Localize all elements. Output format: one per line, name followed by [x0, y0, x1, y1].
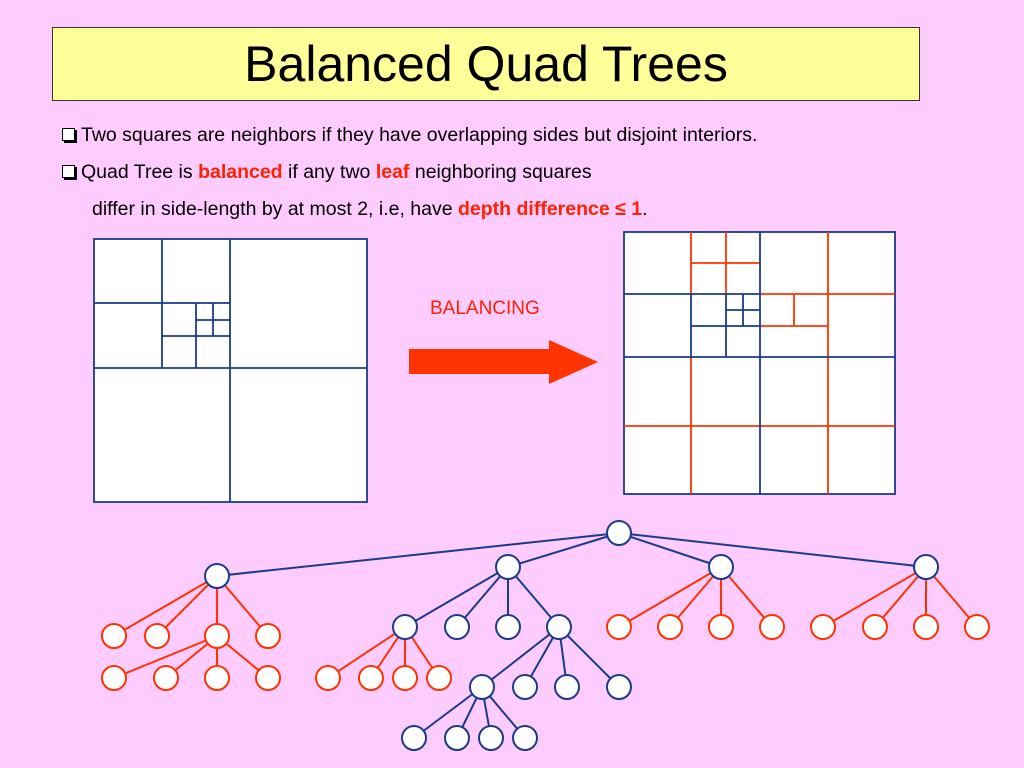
unbalanced-quadtree	[93, 238, 368, 503]
tree-node	[495, 614, 521, 640]
tree-node	[546, 614, 572, 640]
tree-node	[495, 554, 521, 580]
balancing-arrow	[409, 340, 598, 384]
added-tree-node	[810, 614, 836, 640]
bullet-text: Two squares are neighbors if they have o…	[81, 124, 758, 146]
quadtree-tree-diagram	[101, 520, 990, 751]
tree-node	[512, 725, 538, 751]
added-tree-node	[204, 665, 230, 691]
added-tree-node	[101, 665, 127, 691]
tree-node	[401, 725, 427, 751]
added-tree-node	[204, 623, 230, 649]
added-tree-node	[657, 614, 683, 640]
added-tree-node	[315, 665, 341, 691]
checkbox-bullet-icon	[62, 165, 75, 178]
added-tree-node	[101, 623, 127, 649]
added-tree-node	[144, 623, 170, 649]
added-tree-edges	[113, 566, 978, 679]
tree-node	[392, 614, 418, 640]
tree-node	[606, 674, 632, 700]
added-tree-node	[708, 614, 734, 640]
bullet-text: .	[642, 198, 648, 220]
balanced-quadtree	[623, 231, 896, 495]
highlight-balanced: balanced	[198, 161, 283, 183]
added-tree-node	[392, 665, 418, 691]
tree-node-root	[606, 520, 632, 546]
added-tree-node	[913, 614, 939, 640]
added-tree-node	[255, 665, 281, 691]
added-tree-node	[759, 614, 785, 640]
added-tree-node	[358, 665, 384, 691]
bullet-text: neighboring squares	[409, 161, 592, 183]
added-subdivision-lines	[624, 232, 895, 494]
bullet-balanced-continuation: differ in side-length by at most 2, i.e,…	[92, 198, 648, 221]
tree-node	[444, 725, 470, 751]
highlight-leaf: leaf	[375, 161, 410, 183]
bullet-balanced-definition: Quad Tree is balanced if any two leaf ne…	[62, 161, 592, 184]
tree-node	[204, 563, 230, 589]
added-tree-node	[153, 665, 179, 691]
bullet-text: Quad Tree is	[81, 161, 199, 183]
original-subdivision-lines	[624, 232, 895, 494]
tree-node	[444, 614, 470, 640]
tree-node	[512, 674, 538, 700]
highlight-depth-difference: depth difference ≤ 1	[458, 198, 643, 220]
added-tree-node	[964, 614, 990, 640]
checkbox-bullet-icon	[62, 128, 75, 141]
tree-node	[469, 674, 495, 700]
bullet-neighbors-definition: Two squares are neighbors if they have o…	[62, 124, 757, 147]
tree-node	[554, 674, 580, 700]
arrow-label: BALANCING	[430, 298, 540, 319]
added-tree-node	[255, 623, 281, 649]
title-box: Balanced Quad Trees	[52, 27, 920, 101]
added-tree-node	[426, 665, 452, 691]
tree-node	[708, 554, 734, 580]
added-tree-nodes	[101, 614, 990, 691]
bullet-text: if any two	[282, 161, 376, 183]
tree-node	[913, 554, 939, 580]
added-tree-node	[606, 614, 632, 640]
tree-node	[478, 725, 504, 751]
bullet-text: differ in side-length by at most 2, i.e,…	[92, 198, 459, 220]
slide-title: Balanced Quad Trees	[244, 36, 728, 92]
original-tree-nodes	[204, 520, 939, 751]
added-tree-node	[862, 614, 888, 640]
